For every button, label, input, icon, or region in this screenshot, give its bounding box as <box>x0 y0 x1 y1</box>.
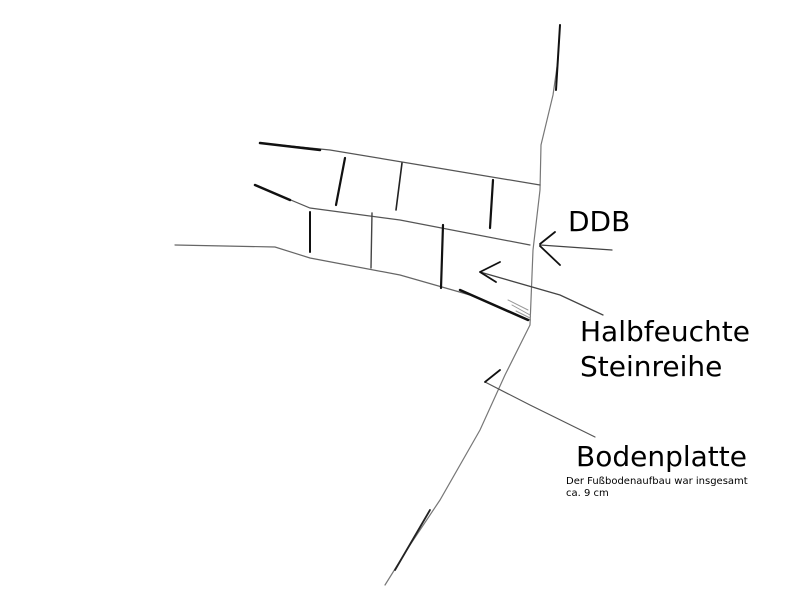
arrow-halbfeuchte <box>479 261 604 316</box>
label-steinreihe: Steinreihe <box>580 350 723 383</box>
label-ddb: DDB <box>568 205 631 238</box>
note-line-1: Der Fußbodenaufbau war insgesamt <box>566 476 748 487</box>
note-line-2: ca. 9 cm <box>566 488 609 499</box>
upper-stone-row <box>253 141 541 246</box>
wall-line <box>384 24 561 586</box>
arrow-bodenplatte <box>484 369 596 438</box>
lower-stone-row <box>174 211 531 322</box>
label-bodenplatte: Bodenplatte <box>576 440 747 473</box>
label-halbfeuchte: Halbfeuchte <box>580 315 750 348</box>
arrow-ddb <box>539 231 613 266</box>
